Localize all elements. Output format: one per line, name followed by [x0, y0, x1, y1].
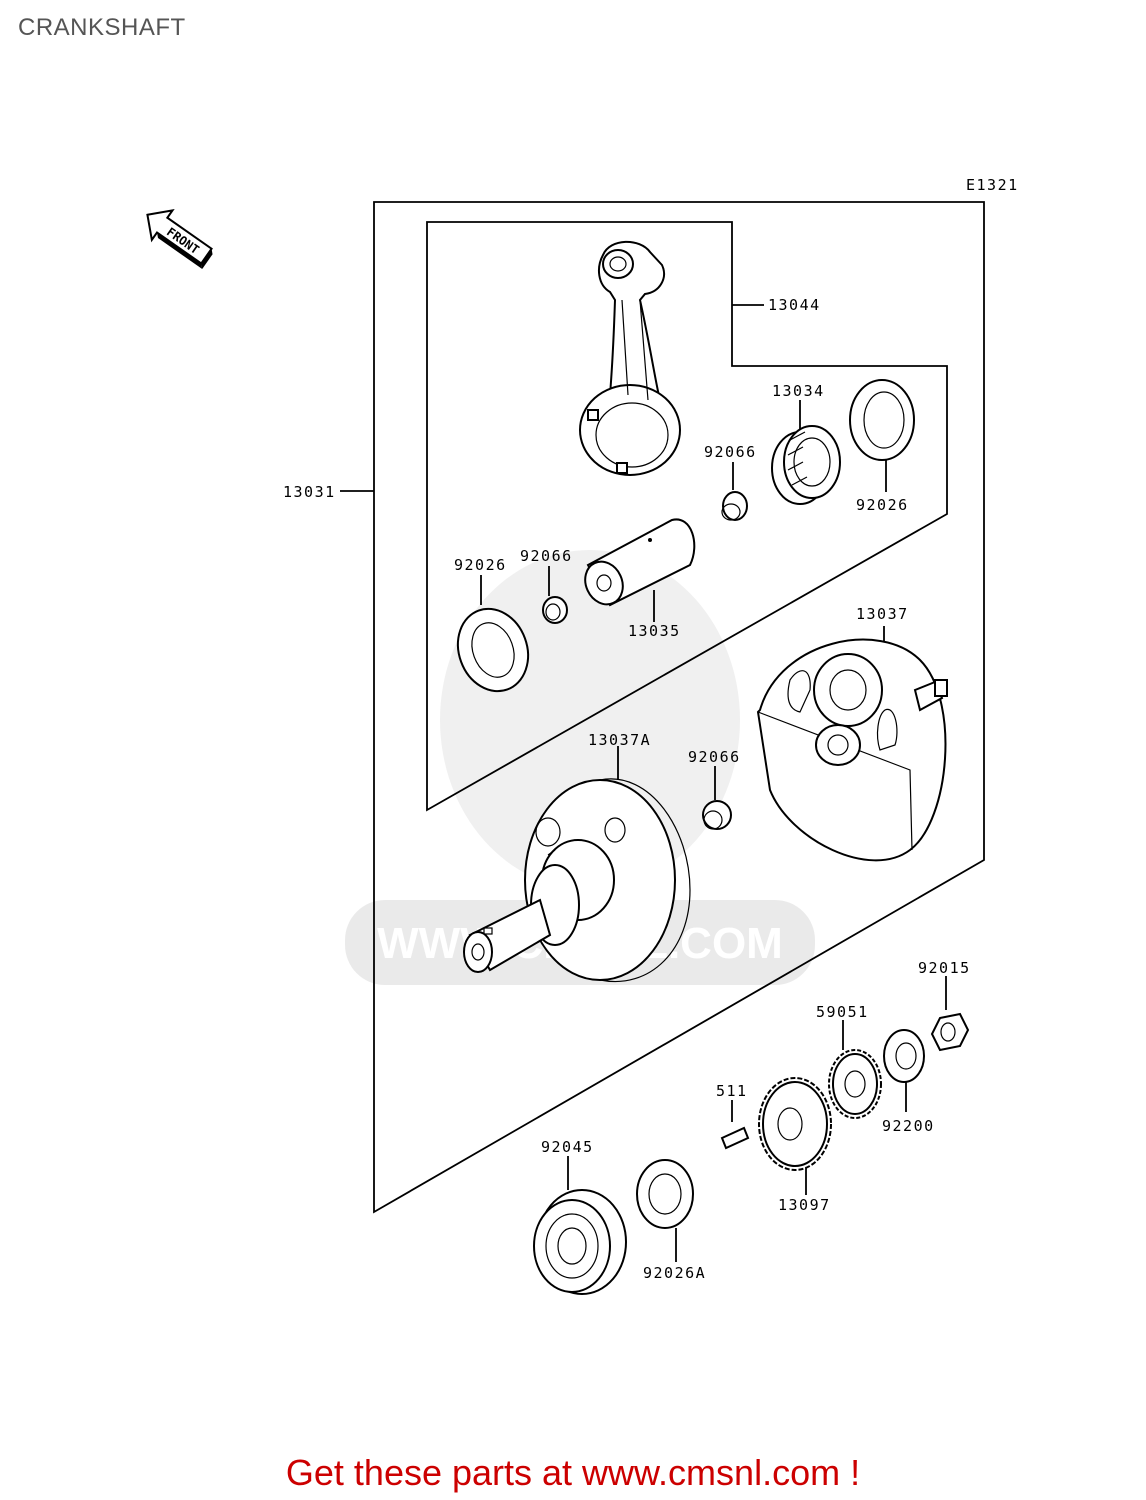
part-label-13031: 13031 [283, 483, 336, 501]
woodruff-key: 511 [716, 1082, 750, 1150]
part-label-92066-upper: 92066 [704, 443, 757, 461]
outer-assembly-frame [373, 201, 985, 1214]
thrust-washer-upper: 92026 [849, 379, 915, 514]
crank-pin: 13035 [584, 518, 696, 640]
footer-cta-link[interactable]: Get these parts at www.cmsnl.com ! [285, 1452, 861, 1493]
part-label-92026-upper: 92026 [856, 496, 909, 514]
thrust-washer-outer: 92026A [636, 1159, 706, 1282]
part-label-13037: 13037 [856, 605, 909, 623]
part-label-92026a: 92026A [643, 1264, 706, 1282]
ball-bearing: 92045 [533, 1138, 627, 1295]
part-label-13035: 13035 [628, 622, 681, 640]
part-label-92026-lower: 92026 [454, 556, 507, 574]
part-label-13097: 13097 [778, 1196, 831, 1214]
part-label-13037a: 13037A [588, 731, 651, 749]
crankshaft-parts-diagram: WWW.CMSNL.COM E1321 FRONT 13031 13044 13… [146, 176, 1019, 1295]
crank-flywheel-left: 13037A [463, 731, 691, 983]
diagram-code: E1321 [966, 176, 1019, 194]
lock-washer: 92200 [882, 1029, 935, 1135]
part-label-92066-lower: 92066 [688, 748, 741, 766]
front-arrow-icon: FRONT [146, 208, 213, 270]
part-label-92066-middle: 92066 [520, 547, 573, 565]
pin-bush-upper: 92066 [704, 443, 757, 521]
part-label-92200: 92200 [882, 1117, 935, 1135]
part-label-13034: 13034 [772, 382, 825, 400]
primary-drive-gear: 13097 [758, 1077, 832, 1214]
part-label-59051: 59051 [816, 1003, 869, 1021]
connecting-rod [579, 240, 681, 476]
inner-assembly-frame [426, 221, 948, 812]
needle-bearing: 13034 [771, 382, 841, 505]
pin-bush-middle: 92066 [520, 547, 573, 624]
page-title: CRANKSHAFT [18, 14, 186, 41]
thrust-washer-lower: 92026 [454, 556, 530, 693]
part-label-13044: 13044 [768, 296, 821, 314]
crank-nut: 92015 [918, 959, 971, 1052]
crank-flywheel-right: 13037 [756, 605, 948, 862]
part-label-511: 511 [716, 1082, 748, 1100]
balancer-drive-gear: 59051 [816, 1003, 882, 1119]
pin-bush-lower: 92066 [688, 748, 741, 830]
part-label-92015: 92015 [918, 959, 971, 977]
part-label-92045: 92045 [541, 1138, 594, 1156]
